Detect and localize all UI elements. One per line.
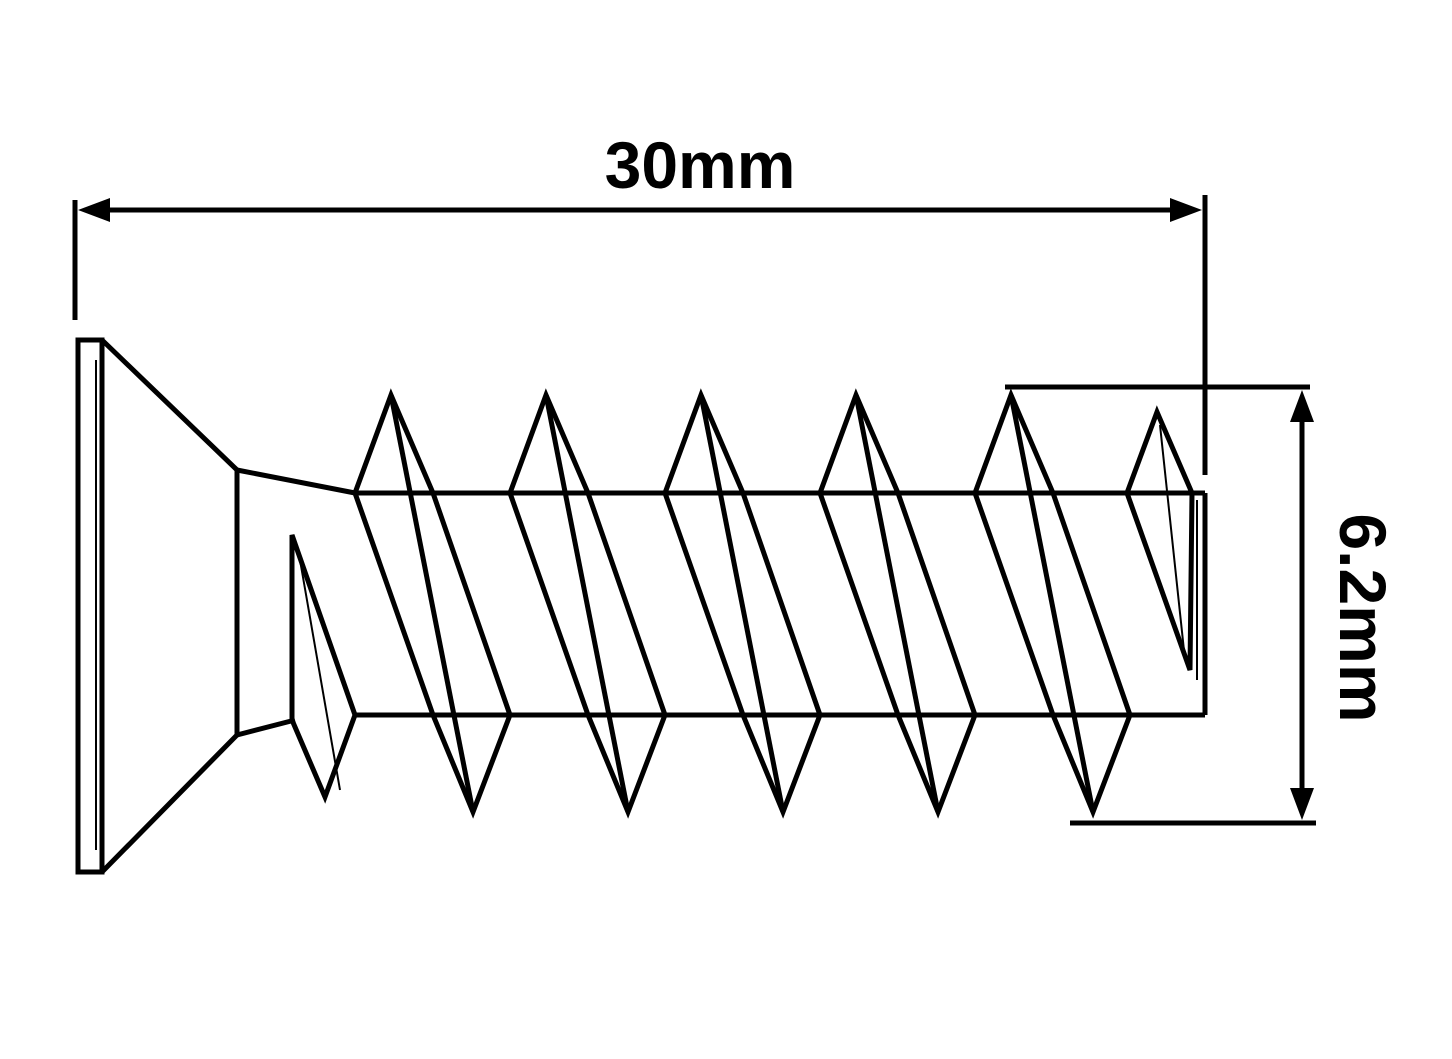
threaded-shank bbox=[289, 388, 1208, 819]
diameter-arrow-top bbox=[1290, 390, 1314, 422]
diameter-arrow-bottom bbox=[1290, 788, 1314, 820]
thread-flank-edge bbox=[1008, 394, 1096, 813]
thread-flank-edge bbox=[698, 394, 786, 813]
neck-bottom bbox=[236, 717, 296, 738]
length-arrow-left bbox=[78, 198, 110, 222]
thread-flank-edge bbox=[853, 394, 941, 813]
thread-partial-end-inner bbox=[1159, 424, 1186, 661]
diameter-label: 6.2mm bbox=[1326, 513, 1400, 722]
neck-top bbox=[236, 467, 356, 496]
thread-partial-inner bbox=[299, 559, 341, 791]
thread-partial-end bbox=[1124, 405, 1195, 671]
length-arrow-right bbox=[1170, 198, 1202, 222]
diameter-dimension: 6.2mm bbox=[1005, 384, 1400, 826]
thread-flights bbox=[352, 388, 1133, 819]
head-top-face bbox=[75, 337, 105, 875]
length-label: 30mm bbox=[605, 128, 796, 202]
thread-partial-start bbox=[289, 534, 358, 804]
head-cone bbox=[100, 338, 240, 874]
length-dimension: 30mm bbox=[72, 128, 1208, 475]
countersunk-head bbox=[75, 337, 356, 875]
thread-flank-edge bbox=[388, 394, 476, 813]
thread-flank-edge bbox=[543, 394, 631, 813]
